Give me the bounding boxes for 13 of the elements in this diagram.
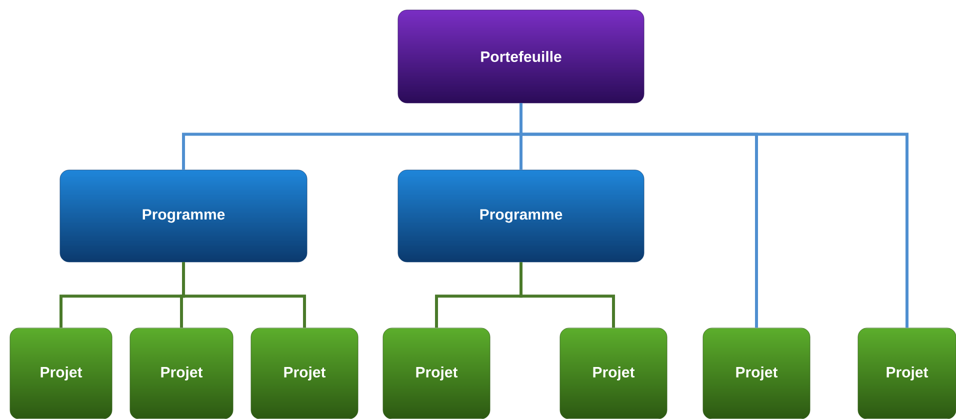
program-box: Programme bbox=[398, 170, 644, 262]
project-box: Projet bbox=[250, 328, 358, 419]
project-box: Projet bbox=[858, 328, 956, 419]
connector-line bbox=[520, 262, 615, 328]
project-box: Projet bbox=[702, 328, 810, 419]
connector-line bbox=[520, 103, 908, 328]
project-box: Projet bbox=[560, 328, 668, 419]
project-box: Projet bbox=[130, 328, 234, 419]
project-box: Projet bbox=[10, 328, 112, 419]
project-box: Projet bbox=[382, 328, 490, 419]
program-box: Programme bbox=[60, 170, 308, 262]
portfolio-box: Portefeuille bbox=[398, 10, 644, 104]
connector-line bbox=[182, 262, 306, 328]
